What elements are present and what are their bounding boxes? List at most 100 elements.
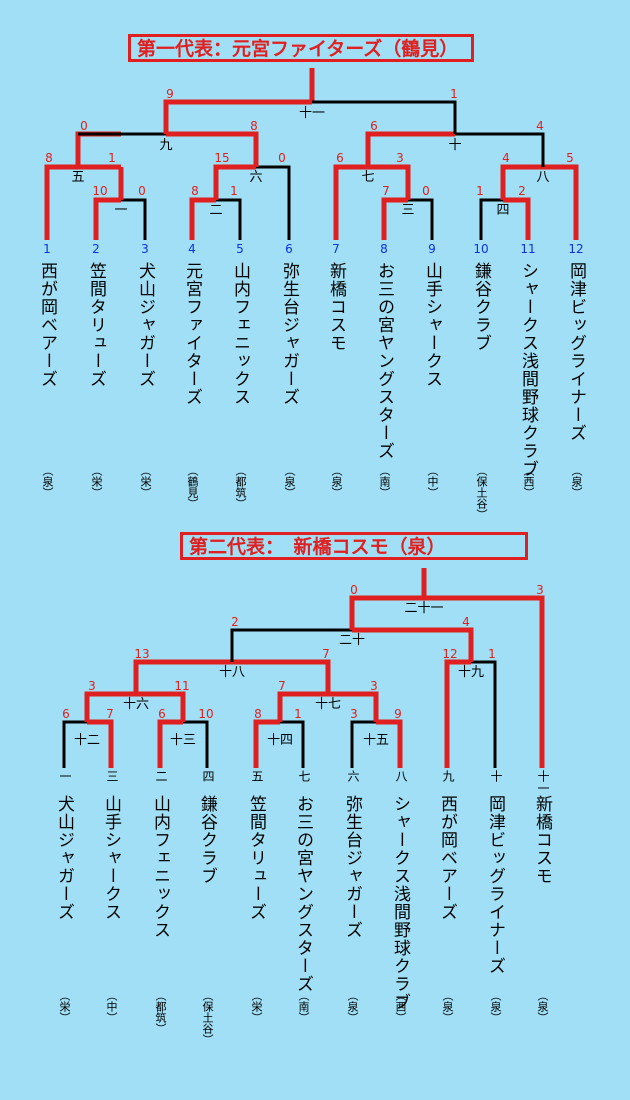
team-number: 9 — [428, 242, 436, 256]
score-label: 3 — [88, 679, 96, 693]
score-label: 6 — [62, 707, 70, 721]
score-label: 7 — [278, 679, 286, 693]
score-label: 5 — [566, 151, 574, 165]
bracket-line — [44, 164, 78, 240]
bracket-line — [455, 132, 545, 167]
team-name: シャークス浅間野球クラブ — [390, 795, 410, 1011]
team-number: 十 — [489, 770, 503, 782]
game-label: 九 — [159, 138, 172, 153]
game-label: 十四 — [267, 733, 293, 748]
score-label: 7 — [106, 707, 114, 721]
game-label: 十二 — [74, 733, 100, 748]
team-location: （南） — [378, 465, 391, 498]
team-location: （泉） — [283, 465, 296, 498]
team-number: 11 — [520, 242, 536, 256]
score-label: 12 — [442, 647, 457, 661]
team-location: （栄） — [250, 990, 263, 1023]
score-label: 1 — [108, 151, 116, 165]
bracket-line — [157, 719, 183, 768]
score-label: 0 — [138, 184, 146, 198]
bracket-line — [543, 164, 579, 240]
team-number: 一 — [58, 770, 72, 782]
bracket-line — [213, 164, 256, 200]
score-label: 4 — [462, 615, 470, 629]
bracket-line — [471, 660, 497, 768]
team-number: 10 — [473, 242, 489, 256]
game-label: 六 — [249, 170, 262, 185]
team-number: 三 — [105, 770, 119, 782]
team-location: （西） — [394, 990, 407, 1023]
score-label: 0 — [278, 151, 286, 165]
team-location: （泉） — [489, 990, 502, 1023]
bracket-line — [350, 720, 376, 768]
bracket-line — [352, 627, 474, 662]
team-name: 弥生台ジャガーズ — [279, 262, 299, 406]
team-name: 笠間タリューズ — [246, 795, 266, 921]
score-label: 7 — [382, 184, 390, 198]
team-name: 鎌谷クラブ — [197, 795, 217, 885]
bracket-line — [133, 659, 232, 694]
score-label: 3 — [536, 583, 544, 597]
game-label: 八 — [536, 170, 549, 185]
score-label: 9 — [166, 87, 174, 101]
bracket-line — [62, 720, 87, 768]
score-label: 1 — [230, 184, 238, 198]
team-name: 笠間タリューズ — [86, 262, 106, 388]
score-label: 0 — [422, 184, 430, 198]
team-location: （南） — [297, 990, 310, 1023]
bracket-line — [163, 99, 312, 134]
score-label: 3 — [350, 707, 358, 721]
game-label: 十八 — [219, 665, 245, 680]
bracket-line — [166, 131, 259, 167]
team-number: 8 — [380, 242, 388, 256]
team-number: 5 — [236, 242, 244, 256]
score-label: 11 — [174, 679, 189, 693]
score-label: 2 — [518, 184, 526, 198]
team-number: 六 — [346, 770, 360, 782]
score-label: 6 — [336, 151, 344, 165]
team-name: 鎌谷クラブ — [471, 262, 491, 352]
game-label: 四 — [496, 203, 509, 218]
game-label: 十三 — [170, 733, 196, 748]
game-label: 十六 — [123, 697, 149, 712]
score-label: 8 — [45, 151, 53, 165]
bracket-line — [349, 595, 424, 630]
team-name: 弥生台ジャガーズ — [342, 795, 362, 939]
score-label: 0 — [350, 583, 358, 597]
team-name: 元宮ファイターズ — [182, 262, 202, 406]
score-label: 1 — [450, 87, 458, 101]
bracket-line — [277, 691, 328, 722]
team-location: （中） — [426, 465, 439, 498]
game-label: 一 — [114, 203, 127, 218]
score-label: 2 — [231, 615, 239, 629]
game-label: 二 — [209, 203, 222, 218]
bracket-line — [93, 197, 121, 240]
team-location: （保土谷） — [201, 990, 214, 1045]
team-name: 岡津ビッグライナーズ — [485, 795, 505, 975]
team-number: 2 — [92, 242, 100, 256]
team-location: （泉） — [330, 465, 343, 498]
game-label: 十 — [448, 138, 461, 153]
game-label: 十七 — [315, 697, 341, 712]
score-label: 10 — [198, 707, 213, 721]
bracket-line — [376, 719, 403, 768]
bracket2-title: 第二代表： 新橋コスモ（泉） — [180, 532, 528, 560]
score-label: 10 — [92, 184, 107, 198]
bracket-line — [256, 165, 291, 240]
bracket-line — [503, 197, 531, 240]
team-location: （泉） — [441, 990, 454, 1023]
team-name: 山手シャークス — [422, 262, 442, 388]
team-name: 山内フェニックス — [150, 795, 170, 939]
score-label: 6 — [158, 707, 166, 721]
team-number: 七 — [297, 770, 311, 782]
game-label: 七 — [361, 170, 374, 185]
game-label: 三 — [401, 203, 414, 218]
team-name: 西が岡ベアーズ — [437, 795, 457, 921]
bracket1-title: 第一代表：元宮ファイターズ（鶴見） — [128, 34, 474, 62]
bracket-line — [84, 691, 136, 722]
score-label: 8 — [254, 707, 262, 721]
team-name: お三の宮ヤングスターズ — [374, 262, 394, 460]
score-label: 3 — [396, 151, 404, 165]
score-label: 13 — [134, 647, 149, 661]
team-number: 1 — [43, 242, 51, 256]
